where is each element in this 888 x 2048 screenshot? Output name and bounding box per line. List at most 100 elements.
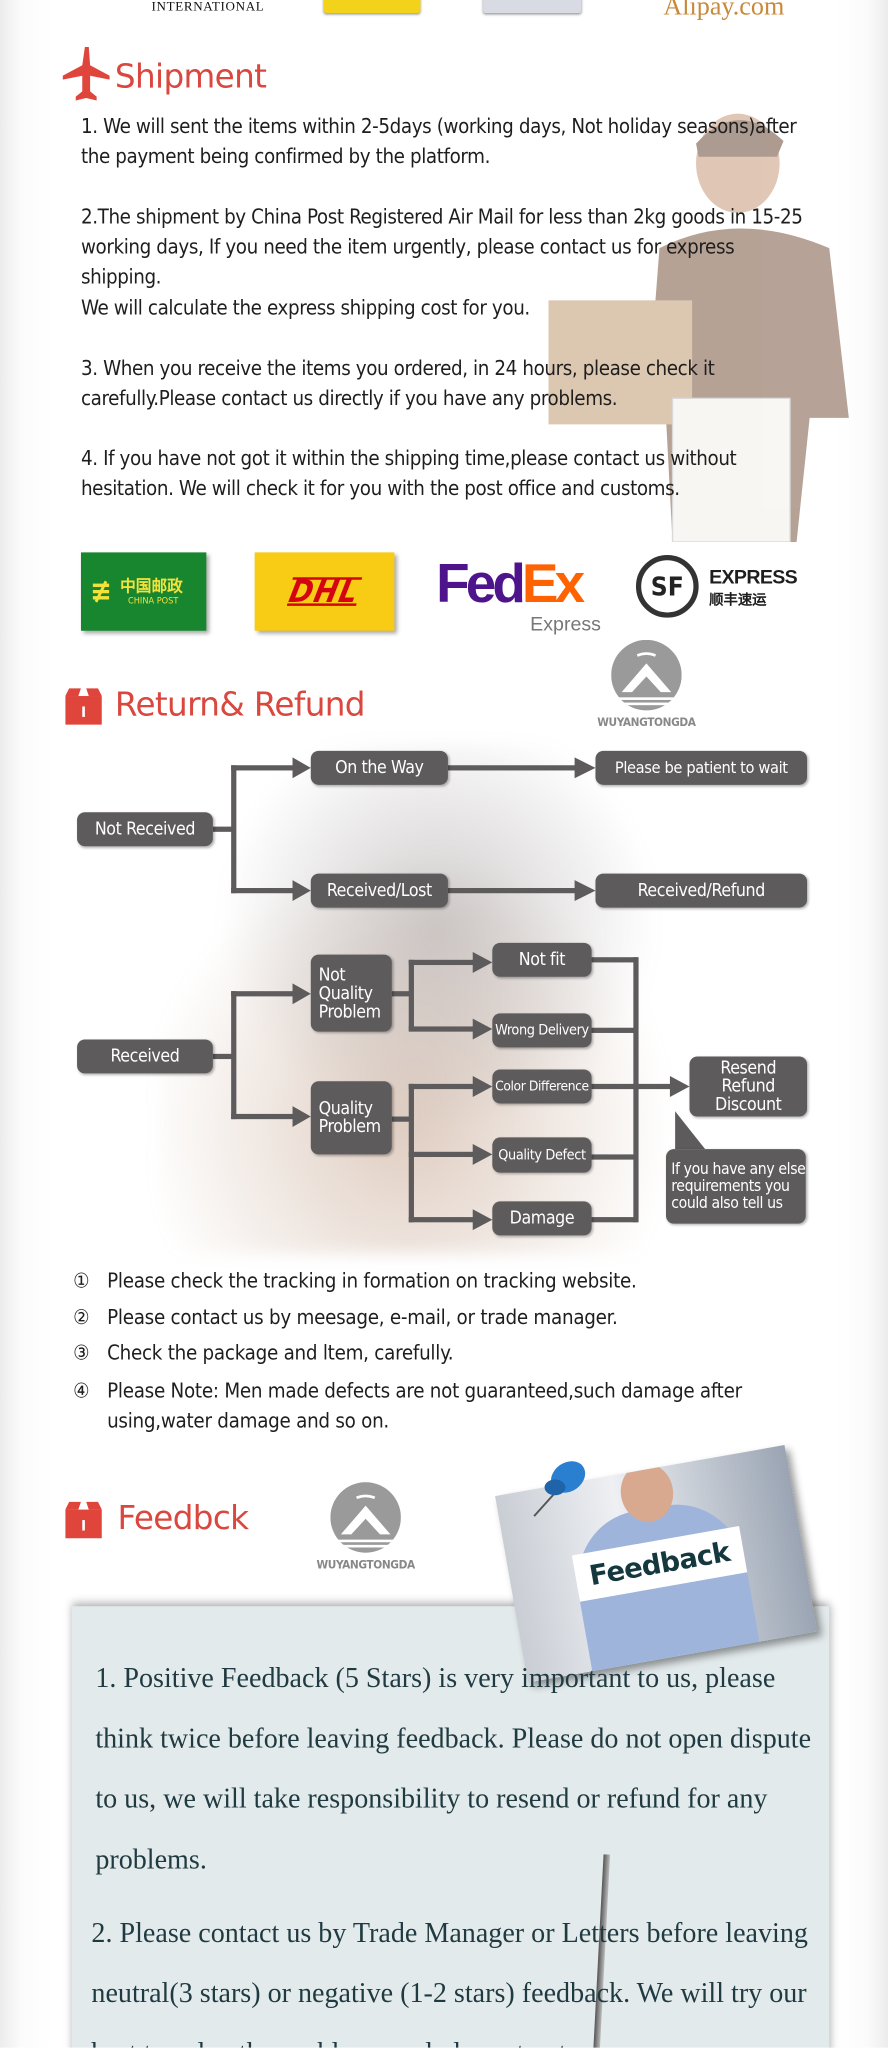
note-text: Please contact us by meesage, e-mail, or…	[107, 1305, 618, 1329]
flow-on-the-way: On the Way	[310, 750, 448, 785]
arrowheads	[292, 757, 706, 1231]
note-text: Please Note: Men made defects are not gu…	[107, 1378, 742, 1432]
note-item: ① Please check the tracking in formation …	[73, 1264, 843, 1300]
connector	[447, 765, 579, 771]
china-post-icon: ≢	[90, 575, 112, 609]
shipment-text: 1. We will sent the items within 2-5days…	[81, 112, 812, 534]
arrowhead	[472, 1143, 493, 1165]
arrowhead	[292, 983, 311, 1005]
connector	[408, 1151, 477, 1158]
feedback-title: Feedbck	[117, 1499, 250, 1538]
international-logo-text: INTERNATIONAL	[151, 0, 265, 15]
connector	[391, 1116, 413, 1122]
arrowhead	[574, 880, 596, 902]
flow-damage: Damage	[492, 1201, 592, 1236]
arrowhead	[472, 1076, 493, 1097]
fedex-logo: FedEx	[436, 552, 585, 614]
note-text: Check the package and ltem, carefully.	[107, 1341, 454, 1365]
arrowhead	[292, 757, 311, 779]
shipment-paragraph: 2.The shipment by China Post Registered …	[80, 205, 803, 320]
connector	[391, 991, 413, 997]
flow-be-patient: Please be patient to wait	[595, 750, 808, 785]
sf-express-logo: SF EXPRESS 顺丰速运	[635, 554, 798, 620]
connector	[231, 1113, 294, 1120]
connector	[408, 959, 477, 966]
wuyangtongda-logo: WUYANGTONGDA	[575, 639, 719, 730]
package-icon	[65, 1501, 102, 1539]
connector	[591, 1154, 638, 1160]
flow-received: Received	[77, 1039, 213, 1074]
arrowhead	[669, 1076, 690, 1097]
connector	[231, 991, 294, 997]
shipment-paragraph: 1. We will sent the items within 2-5days…	[80, 114, 797, 169]
wuyangtongda-emblem-icon	[330, 1482, 401, 1553]
feedback-text: 1. Positive Feedback (5 Stars) is very i…	[91, 1648, 826, 2047]
dhl-logo: DHL	[254, 552, 395, 631]
connector	[212, 1053, 236, 1060]
arrowhead	[574, 757, 596, 779]
flow-received-refund: Received/Refund	[595, 873, 808, 908]
connector	[408, 1026, 477, 1032]
connector	[231, 887, 294, 894]
pushpin-icon	[533, 1461, 586, 1517]
connector	[591, 957, 638, 963]
connector	[231, 765, 237, 894]
fedex-express: Express	[530, 613, 601, 636]
arrowhead	[472, 951, 493, 973]
feedback-paragraph: 2. Please contact us by Trade Manager or…	[91, 1916, 808, 2048]
connector	[633, 957, 639, 1223]
sf-en: EXPRESS	[709, 566, 798, 589]
flow-not-fit: Not fit	[492, 942, 592, 977]
connector	[408, 1083, 477, 1090]
note-item: ④ Please Note: Men made defects are not g…	[73, 1376, 843, 1436]
flow-received-lost: Received/Lost	[310, 873, 448, 908]
connector	[591, 1083, 674, 1090]
sf-mark: SF	[635, 554, 699, 618]
wuyangtongda-logo: WUYANGTONGDA	[295, 1482, 436, 1572]
note-item: ② Please contact us by meesage, e-mail, o…	[73, 1300, 843, 1336]
connector	[212, 826, 236, 832]
card-logo	[483, 0, 582, 14]
speech-pointer	[675, 1111, 706, 1150]
alipay-logo-text: Alipay.com	[663, 0, 785, 21]
flow-resend-refund-discount: Resend Refund Discount	[689, 1056, 808, 1117]
china-post-en: CHINA POST	[127, 595, 179, 606]
feedback-paragraph: 1. Positive Feedback (5 Stars) is very i…	[95, 1662, 812, 1875]
arrowhead	[472, 1018, 493, 1040]
shipment-paragraph: 4. If you have not got it within the shi…	[80, 446, 737, 501]
connector	[231, 991, 237, 1120]
flow-color-difference: Color Difference	[492, 1069, 592, 1104]
arrowhead	[292, 880, 311, 902]
fedex-ex: Ex	[521, 552, 585, 614]
note-number: ④	[73, 1378, 90, 1402]
fedex-fed: Fed	[436, 552, 526, 614]
sf-cn: 顺丰速运	[709, 591, 767, 609]
note-number: ③	[73, 1341, 90, 1365]
note-text: Please check the tracking in formation o…	[107, 1269, 637, 1293]
connector	[408, 1217, 477, 1223]
note-number: ①	[73, 1269, 90, 1293]
note-item: ③ Check the package and ltem, carefully.	[73, 1336, 843, 1372]
airplane-icon	[62, 47, 110, 101]
flow-quality-defect: Quality Defect	[492, 1137, 592, 1173]
connector	[591, 1217, 638, 1223]
flow-not-received: Not Received	[77, 812, 213, 847]
note-number: ②	[73, 1305, 90, 1329]
yellow-logo	[323, 0, 421, 14]
flow-wrong-delivery: Wrong Delivery	[492, 1013, 592, 1048]
flow-not-quality-problem: Not Quality Problem	[310, 954, 392, 1032]
wuyangtongda-emblem-icon	[611, 639, 682, 711]
package-icon	[65, 688, 102, 725]
connector	[447, 887, 579, 894]
flow-quality-problem: Quality Problem	[310, 1081, 392, 1155]
wuyangtongda-text: WUYANGTONGDA	[316, 1559, 415, 1573]
connector	[408, 959, 414, 1031]
refund-notes: ① Please check the tracking in formation …	[73, 1264, 843, 1436]
refund-title: Return& Refund	[114, 685, 366, 724]
arrowhead	[472, 1209, 493, 1231]
china-post-logo: ≢ 中国邮政 CHINA POST	[80, 552, 207, 631]
shipment-title: Shipment	[114, 57, 267, 96]
arrowhead	[292, 1106, 311, 1127]
china-post-cn: 中国邮政	[120, 577, 183, 596]
